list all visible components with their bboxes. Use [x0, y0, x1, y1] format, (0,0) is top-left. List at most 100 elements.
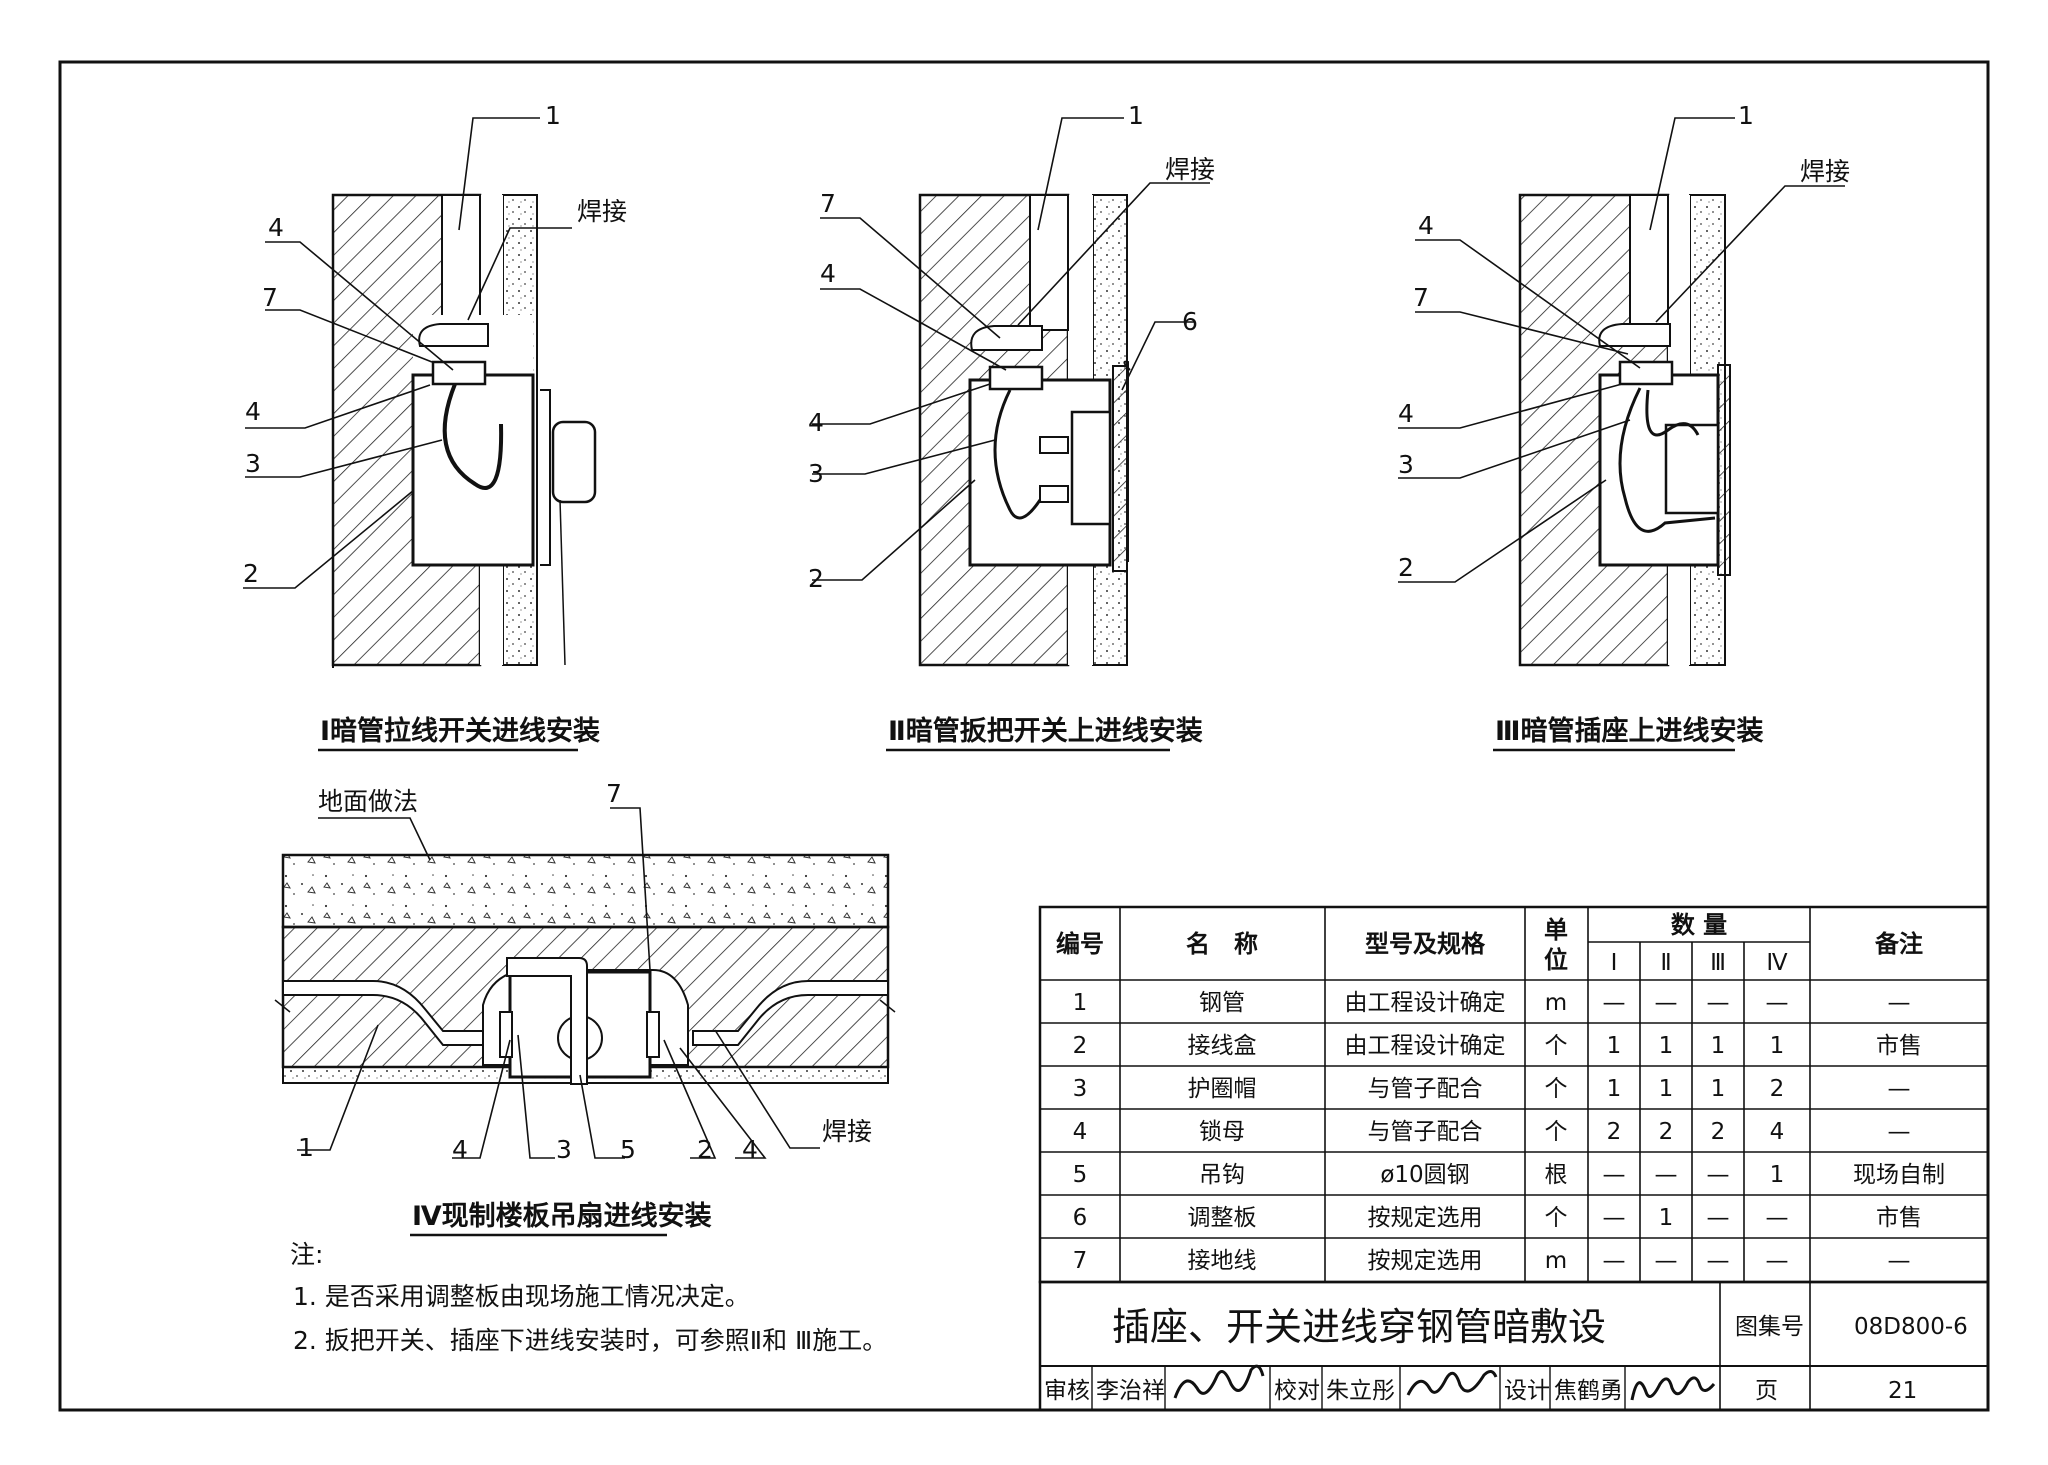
table-header-name: 名 称 [1186, 930, 1258, 958]
table-cell-qty: — [1603, 1162, 1626, 1188]
checker-signature [1406, 1370, 1498, 1396]
atlas-no-label: 图集号 [1735, 1314, 1804, 1340]
table-cell-name: 护圈帽 [1188, 1076, 1257, 1102]
table-cell-spec: 与管子配合 [1368, 1076, 1483, 1102]
table-cell-qty: — [1766, 990, 1789, 1016]
d4-label-4-left: 4 [452, 1135, 468, 1164]
table-header-remark: 备注 [1874, 930, 1923, 958]
diagram-ii-wall-section [918, 193, 1131, 667]
table-cell-qty: — [1707, 1205, 1730, 1231]
review-label: 审核 [1044, 1378, 1090, 1404]
designer-signature [1630, 1376, 1716, 1401]
d4-label-5: 5 [620, 1135, 636, 1164]
table-cell-spec: 与管子配合 [1368, 1119, 1483, 1145]
reviewer-signature [1173, 1364, 1265, 1399]
d3-title: Ⅲ暗管插座上进线安装 [1495, 715, 1764, 747]
table-cell-no: 7 [1073, 1248, 1088, 1274]
table-cell-name: 接线盒 [1188, 1033, 1257, 1059]
table-cell-qty: 1 [1659, 1033, 1674, 1059]
table-cell-no: 2 [1073, 1033, 1088, 1059]
d1-label-4-bottom: 4 [245, 397, 261, 426]
table-cell-qty: 2 [1659, 1119, 1674, 1145]
table-cell-qty: — [1655, 990, 1678, 1016]
d2-label-1: 1 [1128, 101, 1144, 130]
d2-title: Ⅱ暗管扳把开关上进线安装 [888, 716, 1203, 747]
table-cell-no: 1 [1073, 990, 1088, 1016]
d2-label-4-bottom: 4 [808, 408, 824, 437]
table-cell-qty: — [1603, 1248, 1626, 1274]
d3-label-weld: 焊接 [1800, 157, 1850, 186]
notes: 注: 1. 是否采用调整板由现场施工情况决定。 2. 扳把开关、插座下进线安装时… [290, 1240, 887, 1355]
table-cell-qty: — [1707, 1162, 1730, 1188]
table-cell-qty: — [1655, 1162, 1678, 1188]
diagram-iv-leaders [297, 807, 820, 1159]
table-cell-qty: 2 [1607, 1119, 1622, 1145]
reviewer-name: 李治祥 [1096, 1378, 1165, 1404]
table-header-no: 编号 [1056, 930, 1104, 958]
parts-table-header: 编号 名 称 型号及规格 单 位 数 量 备注 Ⅰ Ⅱ Ⅲ Ⅳ [1056, 911, 1923, 976]
d4-label-3: 3 [556, 1135, 572, 1164]
table-cell-no: 5 [1073, 1162, 1088, 1188]
d4-label-floor-method: 地面做法 [318, 787, 418, 816]
table-cell-remark: 市售 [1876, 1205, 1922, 1231]
sheet-border [58, 60, 1990, 1412]
table-cell-spec: 由工程设计确定 [1345, 1033, 1506, 1059]
d1-label-4-top: 4 [268, 213, 284, 242]
table-cell-name: 吊钩 [1199, 1162, 1245, 1188]
table-qty-col-2: Ⅱ [1660, 950, 1671, 976]
d1-title: Ⅰ暗管拉线开关进线安装 [320, 715, 600, 747]
table-cell-qty: 2 [1770, 1076, 1785, 1102]
diagram-i-leaders [243, 117, 572, 589]
table-qty-col-4: Ⅳ [1766, 950, 1788, 976]
table-cell-unit: 根 [1545, 1162, 1568, 1188]
diagram-ii-leaders [812, 117, 1210, 581]
diagram-iii-leaders [1398, 117, 1845, 583]
table-cell-qty: 1 [1607, 1033, 1622, 1059]
d3-label-2: 2 [1398, 553, 1414, 582]
d2-label-2: 2 [808, 564, 824, 593]
table-cell-unit: 个 [1545, 1119, 1568, 1145]
d3-label-3: 3 [1398, 450, 1414, 479]
d3-label-4-top: 4 [1418, 211, 1434, 240]
table-cell-unit: 个 [1545, 1033, 1568, 1059]
d2-label-7: 7 [820, 189, 836, 218]
table-cell-name: 钢管 [1199, 990, 1245, 1016]
table-cell-spec: 按规定选用 [1368, 1248, 1483, 1274]
table-cell-remark: — [1888, 1248, 1911, 1274]
table-cell-remark: — [1888, 990, 1911, 1016]
diagram-i-labels: 1 焊接 4 7 4 3 2 Ⅰ暗管拉线开关进线安装 [243, 101, 627, 752]
table-cell-remark: — [1888, 1119, 1911, 1145]
table-header-unit-2: 位 [1544, 946, 1568, 974]
table-cell-qty: 1 [1607, 1076, 1622, 1102]
d2-label-3: 3 [808, 459, 824, 488]
page-number: 21 [1888, 1378, 1917, 1404]
table-cell-qty: 1 [1770, 1033, 1785, 1059]
table-cell-name: 调整板 [1188, 1205, 1257, 1231]
table-qty-col-1: Ⅰ [1611, 950, 1618, 976]
d1-label-2: 2 [243, 559, 259, 588]
table-cell-remark: 现场自制 [1853, 1162, 1945, 1188]
notes-heading: 注: [290, 1240, 323, 1269]
table-cell-name: 锁母 [1199, 1119, 1245, 1145]
d1-label-7: 7 [262, 283, 278, 312]
diagram-iv-labels: 地面做法 7 1 4 3 5 2 4 焊接 Ⅳ现制楼板吊扇进线安装 [298, 779, 872, 1237]
table-cell-qty: 1 [1770, 1162, 1785, 1188]
check-label: 校对 [1274, 1378, 1320, 1404]
table-cell-remark: — [1888, 1076, 1911, 1102]
d2-label-6: 6 [1182, 307, 1198, 336]
note-item-2: 2. 扳把开关、插座下进线安装时，可参照Ⅱ和 Ⅲ施工。 [293, 1326, 887, 1355]
design-label: 设计 [1504, 1378, 1550, 1404]
drawing-title: 插座、开关进线穿钢管暗敷设 [1112, 1305, 1606, 1349]
table-cell-qty: — [1707, 1248, 1730, 1274]
table-cell-qty: — [1766, 1205, 1789, 1231]
table-cell-qty: 1 [1659, 1205, 1674, 1231]
table-cell-qty: 2 [1711, 1119, 1726, 1145]
table-cell-qty: 1 [1711, 1033, 1726, 1059]
d1-label-weld: 焊接 [577, 197, 627, 226]
table-cell-qty: 1 [1711, 1076, 1726, 1102]
table-cell-spec: 按规定选用 [1368, 1205, 1483, 1231]
table-cell-qty: — [1707, 990, 1730, 1016]
table-cell-qty: 4 [1770, 1119, 1785, 1145]
